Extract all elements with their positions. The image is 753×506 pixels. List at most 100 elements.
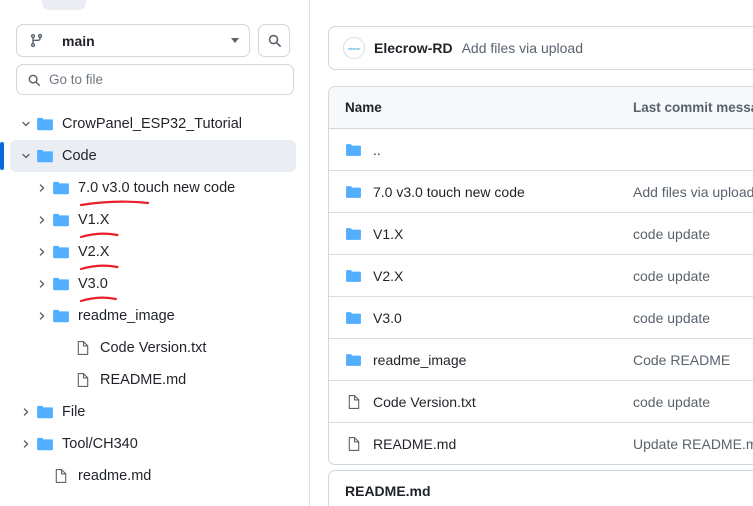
table-cell-last-commit[interactable]: code update xyxy=(633,309,711,326)
search-input[interactable] xyxy=(49,72,259,87)
table-cell-name[interactable]: V2.X xyxy=(345,267,633,284)
branch-selector-button[interactable]: main xyxy=(16,24,250,57)
commit-author-link[interactable]: Elecrow-RD xyxy=(374,40,453,56)
file-name-link[interactable]: 7.0 v3.0 touch new code xyxy=(373,183,525,200)
tree-item-label: V1.X xyxy=(78,212,110,228)
table-cell-name[interactable]: README.md xyxy=(345,435,633,452)
tree-item-v3-0[interactable]: V3.0 xyxy=(10,268,296,300)
table-row[interactable]: V1.X code update xyxy=(329,212,753,254)
table-cell-last-commit[interactable]: code update xyxy=(633,267,711,284)
chevron-right-icon[interactable] xyxy=(18,404,34,420)
folder-icon xyxy=(52,179,70,197)
branch-icon xyxy=(27,32,45,50)
table-row[interactable]: Code Version.txt code update xyxy=(329,380,753,422)
column-header-last-commit: Last commit message xyxy=(633,100,753,115)
chevron-down-icon xyxy=(231,38,239,43)
table-cell-name[interactable]: .. xyxy=(345,141,633,158)
tree-item-code-version-txt[interactable]: Code Version.txt xyxy=(10,332,296,364)
table-cell-name[interactable]: 7.0 v3.0 touch new code xyxy=(345,183,633,200)
tree-item-readme-md[interactable]: README.md xyxy=(10,364,296,396)
table-cell-last-commit[interactable]: code update xyxy=(633,225,711,242)
table-cell-last-commit[interactable]: code update xyxy=(633,393,711,410)
branch-controls: main xyxy=(16,24,290,57)
chevron-right-icon[interactable] xyxy=(34,180,50,196)
file-name-link[interactable]: V3.0 xyxy=(373,309,402,326)
table-row[interactable]: 7.0 v3.0 touch new code Add files via upl… xyxy=(329,170,753,212)
tree-item-v1-x[interactable]: V1.X xyxy=(10,204,296,236)
avatar-logo-mark: elecrow xyxy=(348,45,360,51)
folder-icon xyxy=(36,403,54,421)
folder-icon xyxy=(52,275,70,293)
tree-item-7-0-v3-0-touch-new-code[interactable]: 7.0 v3.0 touch new code xyxy=(10,172,296,204)
folder-icon xyxy=(345,141,362,158)
table-row[interactable]: README.md Update README.md xyxy=(329,422,753,464)
tree-item-readme-image[interactable]: readme_image xyxy=(10,300,296,332)
tree-item-v2-x[interactable]: V2.X xyxy=(10,236,296,268)
table-row[interactable]: V2.X code update xyxy=(329,254,753,296)
folder-icon xyxy=(345,267,362,284)
folder-icon xyxy=(52,307,70,325)
file-icon xyxy=(52,467,70,485)
file-name-link[interactable]: V2.X xyxy=(373,267,404,284)
table-cell-name[interactable]: Code Version.txt xyxy=(345,393,633,410)
tree-item-label: Code Version.txt xyxy=(100,340,207,356)
tree-item-tool-ch340[interactable]: Tool/CH340 xyxy=(10,428,296,460)
file-listing-table: Name Last commit message .. 7.0 v3.0 touc… xyxy=(328,86,753,465)
latest-commit-bar: elecrow Elecrow-RD Add files via upload xyxy=(328,26,753,70)
folder-icon xyxy=(345,183,362,200)
tree-item-label: 7.0 v3.0 touch new code xyxy=(78,180,236,196)
table-row[interactable]: readme_image Code README xyxy=(329,338,753,380)
folder-icon xyxy=(345,225,362,242)
commit-message-link[interactable]: Add files via upload xyxy=(461,40,583,56)
tree-item-readme-md[interactable]: readme.md xyxy=(10,460,296,492)
chevron-right-icon[interactable] xyxy=(34,276,50,292)
chevron-right-icon[interactable] xyxy=(34,244,50,260)
table-cell-name[interactable]: readme_image xyxy=(345,351,633,368)
chevron-down-icon[interactable] xyxy=(18,148,34,164)
table-cell-name[interactable]: V3.0 xyxy=(345,309,633,326)
file-name-link[interactable]: V1.X xyxy=(373,225,404,242)
file-name-link[interactable]: .. xyxy=(373,141,381,158)
file-icon xyxy=(74,339,92,357)
tree-item-code[interactable]: Code xyxy=(0,140,296,172)
tree-item-label: Tool/CH340 xyxy=(62,436,138,452)
tree-item-file[interactable]: File xyxy=(10,396,296,428)
avatar: elecrow xyxy=(343,37,365,59)
table-row[interactable]: .. xyxy=(329,129,753,170)
tree-item-label: Code xyxy=(62,148,97,164)
go-to-file-input-wrapper[interactable] xyxy=(16,64,294,95)
tree-item-label: README.md xyxy=(100,372,187,388)
chevron-right-icon[interactable] xyxy=(34,212,50,228)
file-name-link[interactable]: Code Version.txt xyxy=(373,393,476,410)
table-row[interactable]: V3.0 code update xyxy=(329,296,753,338)
readme-panel: README.md xyxy=(328,470,753,506)
table-cell-name[interactable]: V1.X xyxy=(345,225,633,242)
chevron-right-icon[interactable] xyxy=(34,308,50,324)
file-icon xyxy=(345,435,362,452)
table-header-row: Name Last commit message xyxy=(329,87,753,129)
folder-icon xyxy=(36,115,54,133)
folder-icon xyxy=(52,243,70,261)
column-header-name: Name xyxy=(345,100,382,115)
table-body: .. 7.0 v3.0 touch new code Add files via u… xyxy=(329,129,753,464)
tree-item-label: V2.X xyxy=(78,244,110,260)
file-name-link[interactable]: readme_image xyxy=(373,351,467,368)
chevron-right-icon[interactable] xyxy=(18,436,34,452)
sidebar-search-button[interactable] xyxy=(258,24,290,57)
folder-icon xyxy=(36,435,54,453)
chevron-down-icon[interactable] xyxy=(18,116,34,132)
table-cell-last-commit[interactable]: Code README xyxy=(633,351,731,368)
tree-item-label: CrowPanel_ESP32_Tutorial xyxy=(62,116,243,132)
readme-panel-title: README.md xyxy=(345,483,431,499)
table-cell-last-commit[interactable]: Add files via upload xyxy=(633,183,753,200)
search-icon xyxy=(28,74,40,86)
table-cell-last-commit[interactable]: Update README.md xyxy=(633,435,753,452)
folder-icon xyxy=(52,211,70,229)
file-name-link[interactable]: README.md xyxy=(373,435,457,452)
tree-item-crowpanel-esp32-tutorial[interactable]: CrowPanel_ESP32_Tutorial xyxy=(10,108,296,140)
top-overflow-stub xyxy=(42,0,86,10)
tree-item-label: readme.md xyxy=(78,468,152,484)
tree-item-label: V3.0 xyxy=(78,276,108,292)
